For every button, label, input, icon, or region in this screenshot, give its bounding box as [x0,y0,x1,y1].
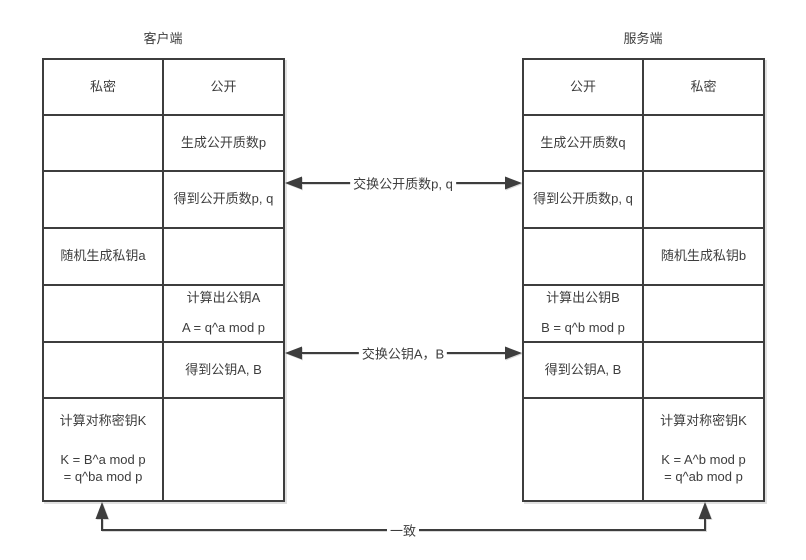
server-cell-empty [644,286,763,341]
server-table: 公开 私密 生成公开质数q 得到公开质数p, q 随机生成私钥b 计算出公钥B … [522,58,765,502]
client-cell-generate-prime: 生成公开质数p [164,116,283,170]
server-public-key-formula: B = q^b mod p [541,320,625,335]
exchange-keys-arrowhead-left [285,346,302,360]
client-header-public: 公开 [164,60,283,114]
client-public-key-formula: A = q^a mod p [181,320,266,335]
client-cell-empty [44,116,162,170]
consistent-arrowhead-left [95,502,109,519]
server-cell-empty [644,172,763,227]
client-cell-empty [44,172,162,227]
consistent-label: 一致 [386,520,420,540]
client-compute-public-key-title: 计算出公钥A [186,290,261,306]
client-cell-empty [164,229,283,284]
client-cell-generate-private-key: 随机生成私钥a [44,229,162,284]
server-compute-symmetric-key-title: 计算对称密钥K [660,413,747,429]
client-cell-compute-symmetric-key: 计算对称密钥K K = B^a mod p = q^ba mod p [44,399,162,500]
server-cell-compute-public-key: 计算出公钥B B = q^b mod p [524,286,642,341]
client-table: 私密 公开 生成公开质数p 得到公开质数p, q 随机生成私钥a 计算出公钥A … [42,58,285,502]
client-cell-empty [164,399,283,500]
exchange-keys-label: 交换公钥A，B [358,343,448,363]
server-header-public: 公开 [524,60,642,114]
server-cell-empty [524,399,642,500]
client-title: 客户端 [143,31,183,46]
server-cell-generate-private-key: 随机生成私钥b [644,229,763,284]
client-symmetric-key-formula: K = B^a mod p = q^ba mod p [60,452,146,484]
exchange-primes-arrowhead-right [505,176,522,190]
server-title: 服务端 [623,31,663,46]
server-cell-receive-public-keys: 得到公钥A, B [524,343,642,397]
exchange-keys-arrowhead-right [505,346,522,360]
client-compute-symmetric-key-title: 计算对称密钥K [59,413,147,429]
server-cell-compute-symmetric-key: 计算对称密钥K K = A^b mod p = q^ab mod p [644,399,763,500]
client-cell-compute-public-key: 计算出公钥A A = q^a mod p [164,286,283,341]
client-cell-empty [44,343,162,397]
client-cell-receive-public-keys: 得到公钥A, B [164,343,283,397]
server-cell-empty [524,229,642,284]
server-header-private: 私密 [644,60,763,114]
client-cell-empty [44,286,162,341]
consistent-arrowhead-right [698,502,712,519]
server-compute-public-key-title: 计算出公钥B [546,290,620,306]
exchange-primes-label: 交换公开质数p, q [350,173,456,193]
server-cell-empty [644,116,763,170]
server-cell-generate-prime: 生成公开质数q [524,116,642,170]
client-header-private: 私密 [44,60,162,114]
client-cell-receive-primes: 得到公开质数p, q [164,172,283,227]
server-symmetric-key-formula: K = A^b mod p = q^ab mod p [661,452,746,484]
exchange-primes-arrowhead-left [285,176,302,190]
server-cell-receive-primes: 得到公开质数p, q [524,172,642,227]
server-cell-empty [644,343,763,397]
